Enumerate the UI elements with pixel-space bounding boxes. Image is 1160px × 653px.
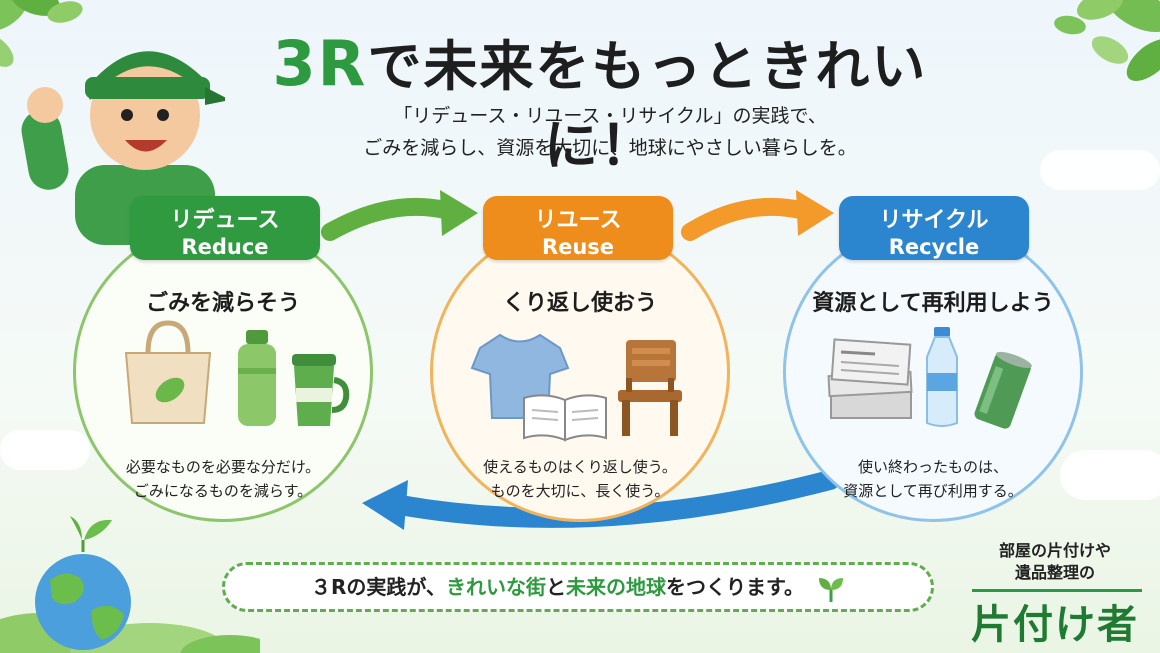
subtitle-line: ごみを減らし、資源を大切に、地球にやさしい暮らしを。 bbox=[363, 137, 857, 159]
book-icon bbox=[523, 394, 607, 442]
recycle-desc-line: 使い終わったものは、 bbox=[857, 458, 1008, 476]
leaves-decoration-top-right bbox=[1054, 0, 1160, 81]
reuse-label-en: Reuse bbox=[541, 235, 615, 259]
can-icon bbox=[974, 351, 1032, 429]
page-subtitle: 「リデュース・リユース・リサイクル」の実践で、 ごみを減らし、資源を大切に、地球… bbox=[300, 100, 920, 164]
banner-text: と bbox=[546, 575, 567, 599]
brand-tagline-line: 遺品整理の bbox=[1014, 563, 1095, 582]
banner-highlight: きれいな街 bbox=[446, 575, 547, 599]
brand-logo: 片付け者 bbox=[971, 602, 1139, 648]
arrow-head-orange bbox=[796, 190, 834, 236]
reuse-description: 使えるものはくり返し使う。 ものを大切に、長く使う。 bbox=[430, 455, 730, 503]
reduce-label: リデュース Reduce bbox=[130, 196, 320, 260]
banner-text: をつくります。 bbox=[666, 575, 805, 599]
pet-bottle-icon bbox=[926, 327, 958, 427]
cloud-decoration bbox=[1040, 150, 1160, 190]
banner-text: ３Rの実践が、 bbox=[311, 575, 447, 599]
title-rest: で未来をもっときれいに！ bbox=[367, 35, 928, 177]
recycle-label-en: Recycle bbox=[888, 235, 980, 259]
reduce-description: 必要なものを必要な分だけ。 ごみになるものを減らす。 bbox=[73, 455, 373, 503]
chair-icon bbox=[618, 340, 682, 436]
recycle-description: 使い終わったものは、 資源として再び利用する。 bbox=[783, 455, 1083, 503]
reduce-label-jp: リデュース bbox=[170, 208, 280, 233]
banner-highlight: 未来の地球 bbox=[566, 575, 667, 599]
leaves-decoration-top-left bbox=[0, 0, 83, 67]
brand-tagline: 部屋の片付けや 遺品整理の bbox=[960, 540, 1150, 584]
reuse-label: リユース Reuse bbox=[483, 196, 673, 260]
reuse-desc-line: 使えるものはくり返し使う。 bbox=[483, 458, 677, 476]
reduce-label-en: Reduce bbox=[181, 235, 269, 259]
subtitle-line: 「リデュース・リユース・リサイクル」の実践で、 bbox=[393, 105, 827, 127]
sprout-icon bbox=[818, 577, 843, 602]
reduce-desc-line: ごみになるものを減らす。 bbox=[133, 482, 313, 500]
reduce-heading: ごみを減らそう bbox=[145, 291, 300, 316]
bottom-banner: ３Rの実践が、きれいな街と未来の地球をつくります。 bbox=[222, 562, 934, 612]
reuse-label-jp: リユース bbox=[534, 208, 622, 233]
newspaper-icon bbox=[827, 338, 913, 419]
globe-icon bbox=[35, 516, 131, 650]
recycle-heading: 資源として再利用しよう bbox=[812, 291, 1054, 316]
recycle-label-jp: リサイクル bbox=[879, 208, 989, 233]
reduce-desc-line: 必要なものを必要な分だけ。 bbox=[125, 458, 321, 476]
arrow-head-green bbox=[440, 190, 478, 236]
cloud-decoration bbox=[0, 430, 90, 470]
recycle-label: リサイクル Recycle bbox=[839, 196, 1029, 260]
brand-divider bbox=[972, 589, 1142, 592]
recycle-desc-line: 資源として再び利用する。 bbox=[843, 482, 1023, 500]
tumbler-icon bbox=[292, 354, 350, 426]
brand-tagline-line: 部屋の片付けや bbox=[998, 541, 1111, 560]
title-accent: 3R bbox=[272, 27, 368, 100]
page-title: 3Rで未来をもっときれいに！ bbox=[270, 22, 930, 180]
cloud-decoration bbox=[1060, 450, 1160, 500]
reuse-heading: くり返し使おう bbox=[502, 291, 657, 316]
arrow-reduce-to-reuse bbox=[321, 197, 454, 241]
arrow-reuse-to-recycle bbox=[681, 197, 809, 241]
reuse-desc-line: ものを大切に、長く使う。 bbox=[490, 482, 670, 500]
bottle-icon bbox=[238, 330, 276, 426]
reuse-circle bbox=[430, 222, 730, 522]
tote-bag-icon bbox=[124, 320, 212, 424]
